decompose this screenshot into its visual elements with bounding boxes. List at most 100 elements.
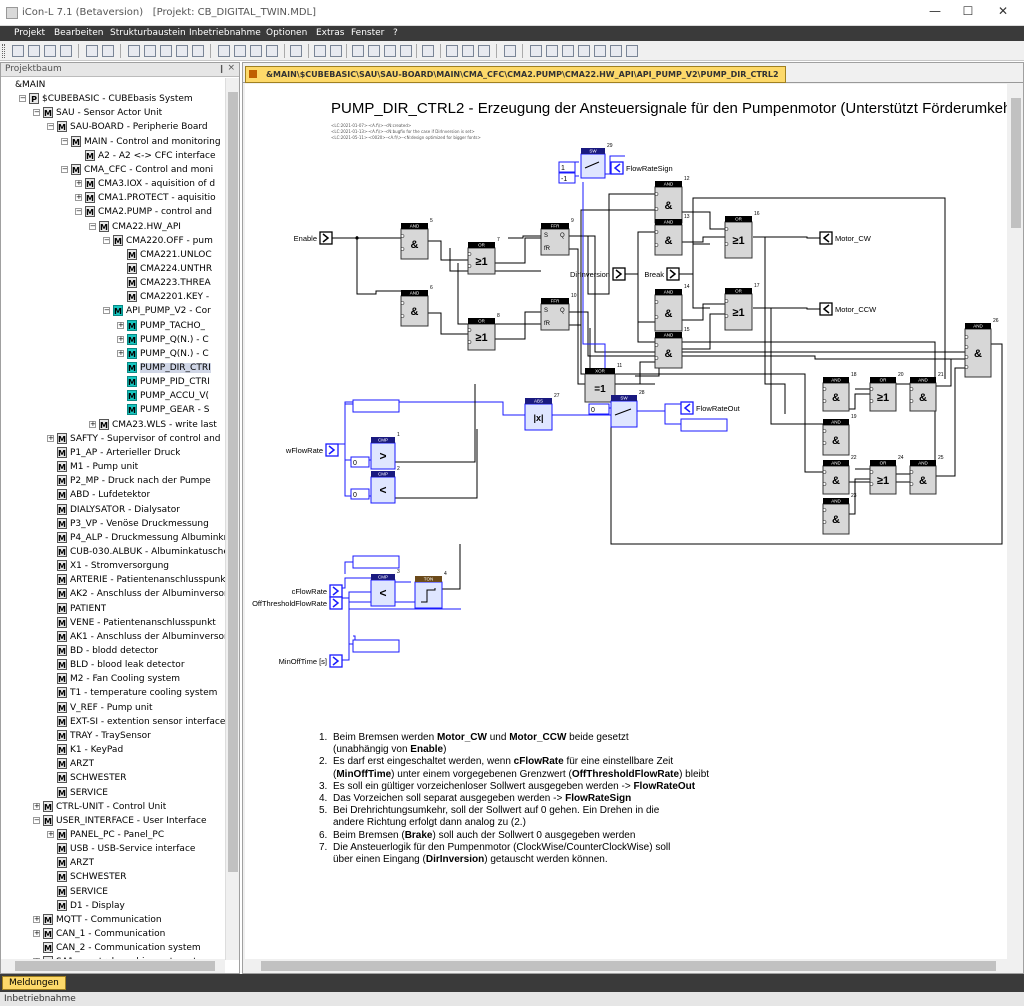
tools-icon[interactable]: [422, 45, 434, 57]
zoom-in-icon[interactable]: [86, 45, 98, 57]
collapse-icon[interactable]: −: [33, 108, 40, 117]
block-icon[interactable]: [160, 45, 172, 57]
download-icon[interactable]: [504, 45, 516, 57]
block-or[interactable]: OR≥17: [467, 237, 500, 275]
block-and[interactable]: AND&12: [654, 176, 690, 224]
monitor-icon[interactable]: [546, 45, 558, 57]
menu-help[interactable]: ?: [393, 28, 398, 38]
paste-icon[interactable]: [384, 45, 396, 57]
layout-icon[interactable]: [266, 45, 278, 57]
tree-horizontal-scrollbar[interactable]: [1, 959, 225, 973]
diagram-canvas[interactable]: PUMP_DIR_CTRL2 - Erzeugung der Ansteuers…: [245, 84, 1007, 960]
block-and[interactable]: AND&21: [909, 372, 944, 412]
block-cmp[interactable]: CMP<3: [370, 569, 400, 607]
block-and[interactable]: AND&15: [654, 327, 690, 369]
tab-meldungen[interactable]: Meldungen: [2, 976, 66, 990]
menu-projekt[interactable]: Projekt: [14, 28, 46, 38]
tree-item[interactable]: −P$CUBEBASIC - CUBEbasis System: [19, 92, 193, 106]
layout-icon[interactable]: [250, 45, 262, 57]
block-and[interactable]: AND&5: [400, 218, 433, 260]
scroll-thumb[interactable]: [261, 961, 996, 971]
scroll-thumb[interactable]: [15, 961, 215, 971]
pin-icon[interactable]: ❙: [218, 64, 225, 73]
print-icon[interactable]: [60, 45, 72, 57]
debug-icon[interactable]: [462, 45, 474, 57]
binoculars-icon[interactable]: [530, 45, 542, 57]
debug-icon[interactable]: [478, 45, 490, 57]
properties-icon[interactable]: [314, 45, 326, 57]
expand-icon[interactable]: +: [33, 801, 40, 810]
hammer-icon[interactable]: [578, 45, 590, 57]
hammer-icon[interactable]: [626, 45, 638, 57]
toolbar-grip[interactable]: [2, 44, 5, 58]
block-or[interactable]: OR≥117: [724, 283, 760, 331]
menu-fenster[interactable]: Fenster: [351, 28, 385, 38]
debug-icon[interactable]: [446, 45, 458, 57]
menu-bearbeiten[interactable]: Bearbeiten: [54, 28, 104, 38]
open-icon[interactable]: [28, 45, 40, 57]
block-or[interactable]: OR≥120: [869, 372, 904, 412]
tree-vertical-scrollbar[interactable]: [225, 78, 239, 960]
block-and[interactable]: AND&6: [400, 285, 433, 327]
layout-icon[interactable]: [218, 45, 230, 57]
expand-icon[interactable]: +: [33, 914, 40, 923]
block-or[interactable]: OR≥124: [869, 455, 904, 495]
expand-icon[interactable]: +: [33, 929, 40, 937]
block-or[interactable]: OR≥18: [467, 313, 500, 351]
collapse-icon[interactable]: −: [75, 207, 82, 216]
menu-optionen[interactable]: Optionen: [266, 28, 308, 38]
new-icon[interactable]: [12, 45, 24, 57]
minimize-button[interactable]: —: [929, 4, 941, 18]
tab-pump-dir-ctrl2[interactable]: &MAIN\$CUBEBASIC\SAU\SAU-BOARD\MAIN\CMA_…: [245, 66, 786, 83]
expand-icon[interactable]: +: [75, 179, 82, 188]
block-icon[interactable]: [128, 45, 140, 57]
copy-icon[interactable]: [368, 45, 380, 57]
expand-icon[interactable]: +: [47, 433, 54, 442]
block-and[interactable]: AND&13: [654, 214, 690, 256]
expand-icon[interactable]: +: [117, 348, 124, 357]
block-cmp[interactable]: CMP<2: [370, 466, 400, 504]
expand-icon[interactable]: +: [117, 320, 124, 329]
collapse-icon[interactable]: −: [19, 94, 26, 103]
collapse-icon[interactable]: −: [61, 136, 68, 145]
hammer-icon[interactable]: [594, 45, 606, 57]
collapse-icon[interactable]: −: [89, 221, 96, 230]
